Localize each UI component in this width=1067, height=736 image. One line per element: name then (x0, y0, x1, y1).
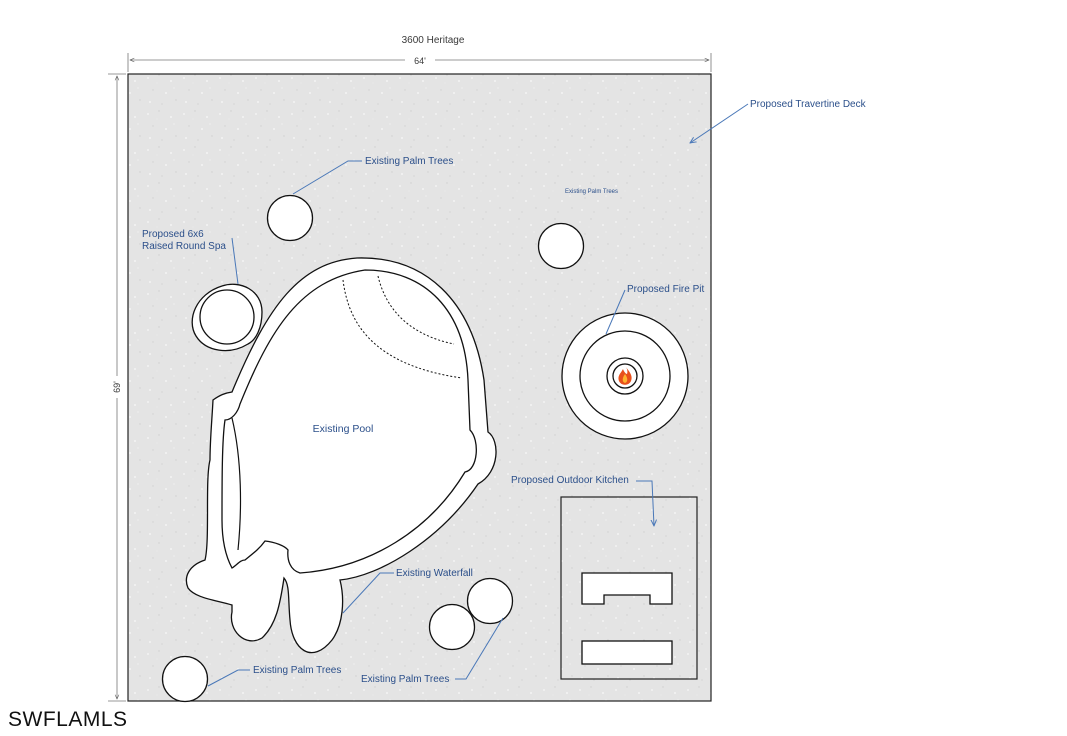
label-palm-trees-bottom-right: Existing Palm Trees (361, 674, 449, 685)
pool-water (221, 269, 477, 574)
height-dimension: 69' (108, 73, 126, 702)
palm-tree-top (266, 194, 314, 242)
label-travertine-deck: Proposed Travertine Deck (750, 99, 867, 110)
palm-tree-bottom-a (428, 603, 476, 651)
palm-tree-bottom-b (466, 577, 514, 625)
outdoor-kitchen (560, 496, 698, 680)
label-waterfall: Existing Waterfall (396, 568, 473, 579)
leader-deck (690, 103, 749, 143)
height-label: 69' (112, 381, 122, 393)
fire-pit (561, 312, 689, 440)
label-fire-pit: Proposed Fire Pit (627, 284, 704, 295)
leader-palm-top (292, 160, 362, 195)
palm-tree-top-right (537, 222, 585, 270)
label-palm-trees-top-right: Existing Palm Trees (565, 189, 618, 195)
width-label: 64' (414, 56, 426, 66)
label-outdoor-kitchen: Proposed Outdoor Kitchen (511, 475, 629, 486)
pool-label: Existing Pool (313, 423, 374, 435)
pool-steps-outer (342, 279, 463, 379)
plan-title: 3600 Heritage (402, 35, 465, 46)
palm-tree-bottom-left (161, 655, 209, 703)
leader-kitchen (636, 480, 654, 526)
label-palm-trees-bottom-left: Existing Palm Trees (253, 665, 341, 676)
leader-spa (231, 237, 239, 285)
label-spa-line1: Proposed 6x6 (142, 229, 204, 240)
label-spa-line2: Raised Round Spa (142, 241, 226, 252)
leader-palm-bottom-left (207, 669, 250, 687)
spa (191, 283, 263, 352)
width-dimension: 64' (127, 53, 712, 72)
fire-icon (618, 366, 632, 385)
leader-fire-pit (605, 289, 626, 335)
label-palm-trees-top: Existing Palm Trees (365, 156, 453, 167)
pool-bench (231, 417, 242, 551)
watermark: SWFLAMLS (8, 708, 128, 731)
leader-palm-bottom-right (455, 617, 504, 680)
leader-waterfall (342, 572, 394, 614)
